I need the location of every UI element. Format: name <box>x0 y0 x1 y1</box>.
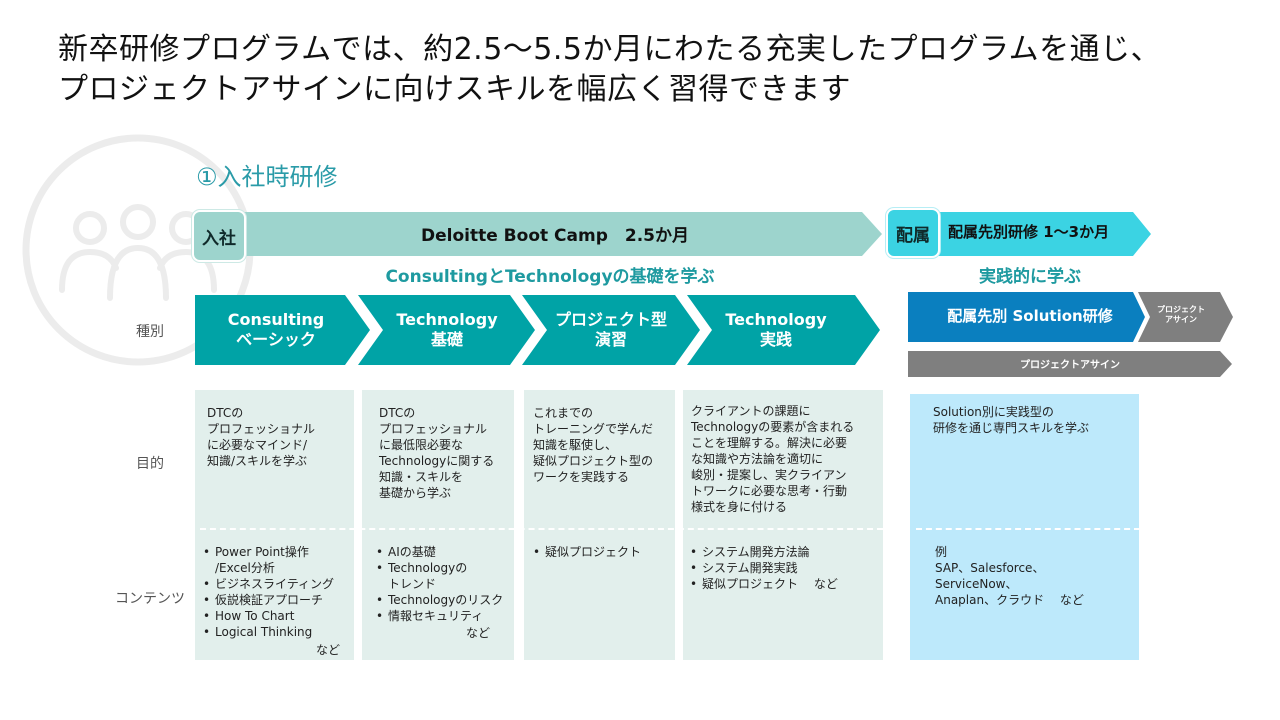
contents-list-4: システム開発方法論 システム開発実践 疑似プロジェクト など <box>690 544 880 592</box>
purpose-text-dept: Solution別に実践型の 研修を通じ専門スキルを学ぶ <box>933 405 1090 435</box>
chevron-consulting <box>195 295 370 365</box>
chevron-row <box>195 292 1233 377</box>
purpose-text-1: DTCの プロフェッショナル に必要なマインド/ 知識/スキルを学ぶ <box>207 406 316 468</box>
contents-list-1: Power Point操作 /Excel分析 ビジネスライティング 仮説検証アプ… <box>203 544 353 640</box>
chevron-label-2: Technology 基礎 <box>396 310 498 349</box>
list-item: 疑似プロジェクト など <box>690 576 880 592</box>
dept-training-arrow <box>934 212 1151 256</box>
contents-suffix-2: など <box>466 626 491 640</box>
column-box-4 <box>683 390 883 660</box>
column-box-3 <box>524 390 675 660</box>
divider-line <box>200 528 883 530</box>
chevron-label-assign: プロジェクト アサイン <box>1157 305 1205 324</box>
timeline-arrows <box>230 212 1151 256</box>
list-item: 情報セキュリティ <box>376 608 514 624</box>
list-item: 疑似プロジェクト <box>533 544 673 560</box>
assign-badge: 配属 <box>886 208 940 258</box>
row-label-purpose: 目的 <box>136 456 164 472</box>
list-item: Power Point操作 /Excel分析 <box>203 544 353 576</box>
purpose-text-4: クライアントの課題に Technologyの要素が含まれる ことを理解する。解決… <box>691 404 855 514</box>
chevron-project-assign <box>1138 292 1233 342</box>
purpose-text-3: これまでの トレーニングで学んだ 知識を駆使し、 疑似プロジェクト型の ワークを… <box>533 406 654 484</box>
section-title: ①入社時研修 <box>196 163 338 191</box>
join-badge: 入社 <box>192 210 246 262</box>
bootcamp-subtitle: ConsultingとTechnologyの基礎を学ぶ <box>385 267 715 287</box>
list-item: Technologyのリスク <box>376 592 514 608</box>
list-item: Technologyの トレンド <box>376 560 514 592</box>
contents-list-2: AIの基礎 Technologyの トレンド Technologyのリスク 情報… <box>376 544 514 624</box>
row-label-type: 種別 <box>136 324 164 340</box>
divider-line-dept <box>916 528 1140 530</box>
chevron-label-4: Technology 実践 <box>725 310 827 349</box>
chevron-dept-solution <box>908 292 1145 342</box>
page-title: 新卒研修プログラムでは、約2.5〜5.5か月にわたる充実したプログラムを通じ、 … <box>58 32 1162 107</box>
list-item: システム開発実践 <box>690 560 880 576</box>
join-label: 入社 <box>202 228 236 249</box>
list-item: How To Chart <box>203 608 353 624</box>
practical-subtitle: 実践的に学ぶ <box>979 267 1081 287</box>
dept-training-label: 配属先別研修 1〜3か月 <box>948 223 1110 241</box>
contents-text-dept: 例 SAP、Salesforce、 ServiceNow、 Anaplan、クラ… <box>935 545 1084 607</box>
chevron-label-dept: 配属先別 Solution研修 <box>947 307 1113 325</box>
chevron-label-3: プロジェクト型 演習 <box>554 310 667 349</box>
assign-bar <box>908 351 1232 377</box>
chevron-label-1: Consulting ベーシック <box>227 310 325 349</box>
chevron-tech-practice <box>687 295 880 365</box>
column-box-dept <box>910 394 1139 660</box>
list-item: ビジネスライティング <box>203 576 353 592</box>
contents-suffix-1: など <box>316 643 341 657</box>
bootcamp-arrow <box>230 212 882 256</box>
assign-label: 配属 <box>896 225 930 246</box>
list-item: Logical Thinking <box>203 624 353 640</box>
chevron-tech-basic <box>358 295 535 365</box>
chevron-project <box>522 295 700 365</box>
assign-bar-label: プロジェクトアサイン <box>1020 360 1120 371</box>
list-item: システム開発方法論 <box>690 544 880 560</box>
contents-list-3: 疑似プロジェクト <box>533 544 673 560</box>
row-label-contents: コンテンツ <box>115 591 185 607</box>
purpose-text-2: DTCの プロフェッショナル に最低限必要な Technologyに関する 知識… <box>379 406 495 500</box>
list-item: 仮説検証アプローチ <box>203 592 353 608</box>
bootcamp-label: Deloitte Boot Camp 2.5か月 <box>421 226 689 246</box>
list-item: AIの基礎 <box>376 544 514 560</box>
